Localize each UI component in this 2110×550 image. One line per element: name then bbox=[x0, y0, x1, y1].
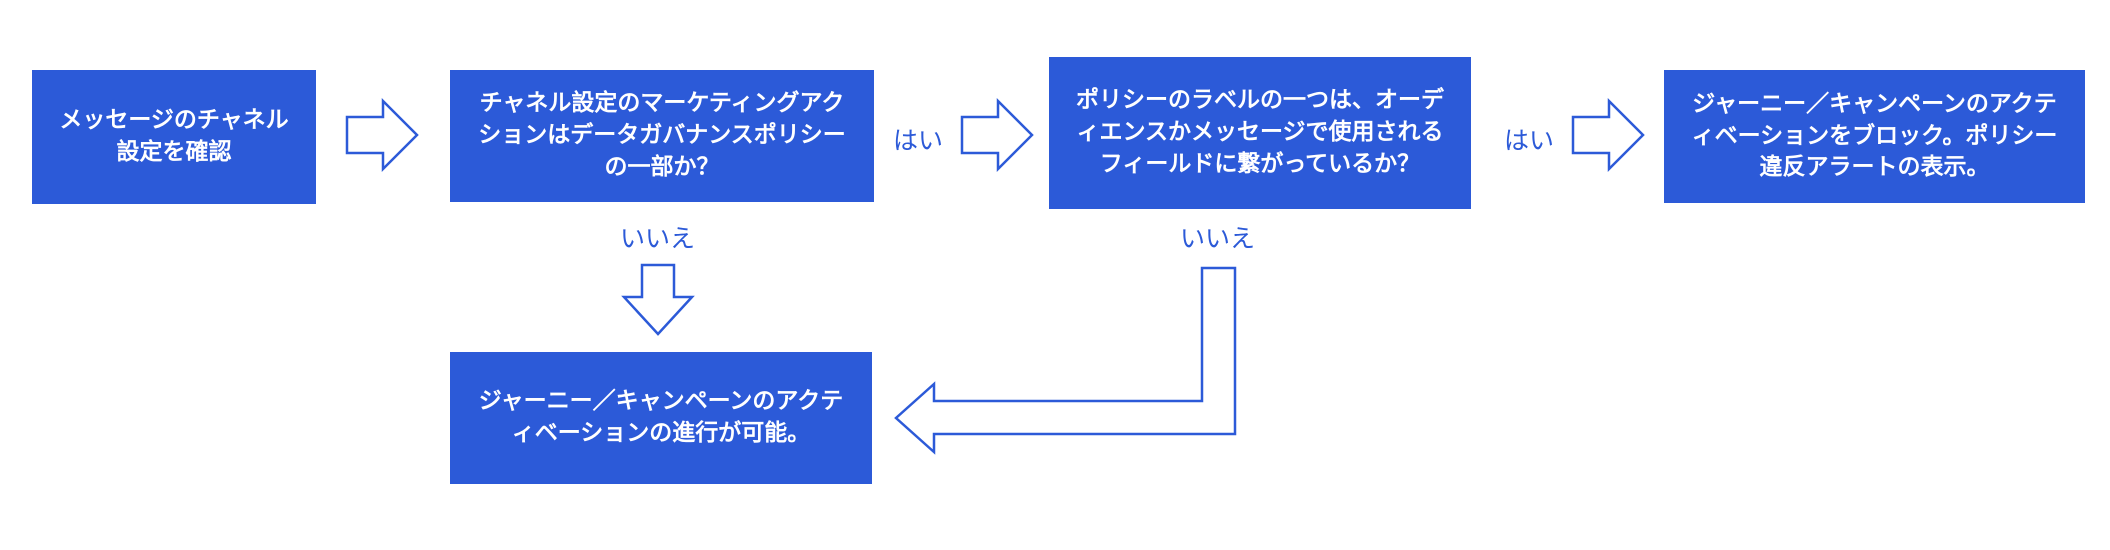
arrow-right-3 bbox=[1571, 97, 1645, 173]
node-question-marketing-action: チャネル設定のマーケティングアクションはデータガバナンスポリシーの一部か？ bbox=[450, 70, 874, 202]
node-question-policy-label: ポリシーのラベルの一つは、オーディエンスかメッセージで使用されるフィールドに繋が… bbox=[1049, 57, 1471, 209]
label-yes-2: はい bbox=[1504, 126, 1555, 155]
node-check-channel-settings: メッセージのチャネル設定を確認 bbox=[32, 70, 316, 204]
arrow-right-2 bbox=[960, 97, 1034, 173]
arrow-right-1 bbox=[345, 97, 419, 173]
node-block-activation: ジャーニー／キャンペーンのアクティベーションをブロック。ポリシー違反アラートの表… bbox=[1664, 70, 2085, 203]
label-no-2: いいえ bbox=[1180, 224, 1256, 253]
node-proceed-activation: ジャーニー／キャンペーンのアクティベーションの進行が可能。 bbox=[450, 352, 872, 484]
arrow-down-1 bbox=[621, 263, 695, 336]
label-no-1: いいえ bbox=[620, 224, 696, 253]
arrow-elbow bbox=[894, 266, 1237, 455]
label-yes-1: はい bbox=[893, 126, 944, 155]
